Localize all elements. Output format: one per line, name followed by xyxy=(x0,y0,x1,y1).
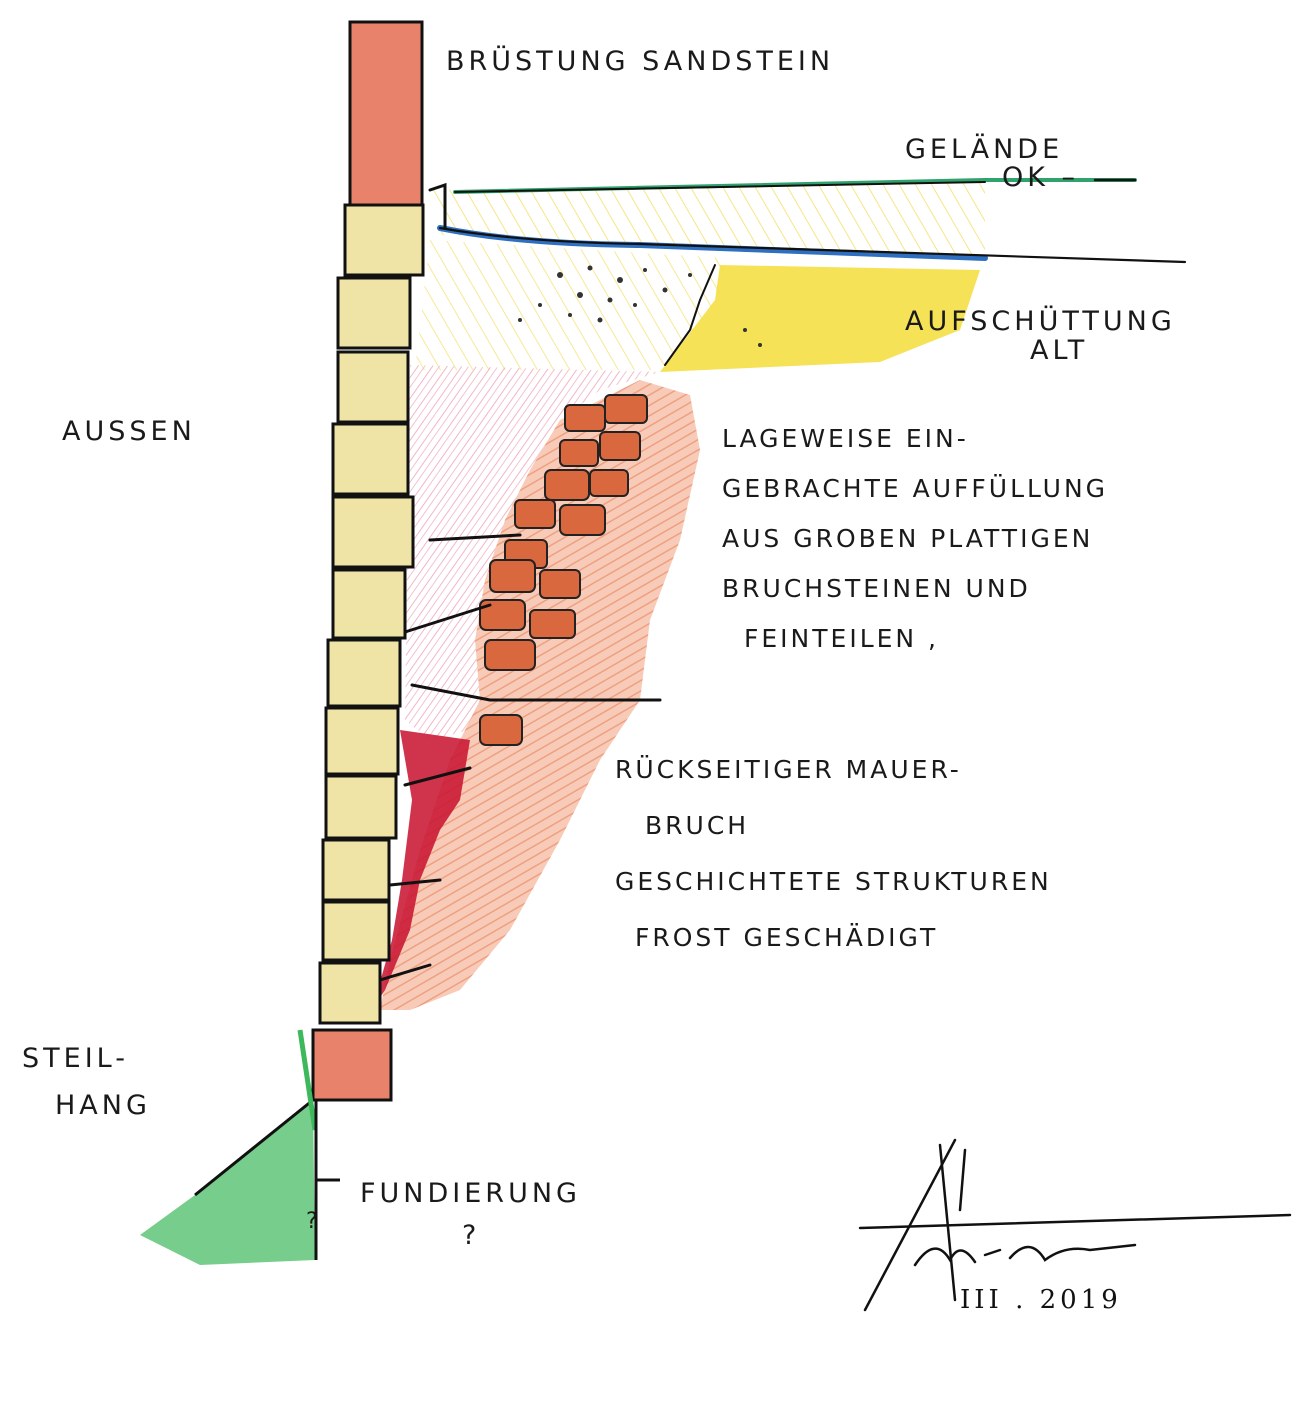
label-wall-question: ? xyxy=(306,1209,322,1234)
label-old-fill-2: Alt xyxy=(1030,335,1089,366)
steep-slope xyxy=(140,1029,318,1265)
rubble-backfill xyxy=(380,380,700,1010)
note-layered-fill-line-2: gebrachte Auffüllung xyxy=(722,474,1109,503)
note-rear-line-4: Frost geschädigt xyxy=(635,923,939,952)
ground-fill-layer xyxy=(415,180,985,372)
pink-backfill xyxy=(405,365,660,740)
label-terrain-top: OK – xyxy=(1002,162,1080,193)
label-steep-slope-2: Hang xyxy=(55,1090,151,1121)
tie-lines xyxy=(378,533,662,982)
note-rear-line-2: Bruch xyxy=(645,811,750,840)
label-terrain: Gelände xyxy=(905,134,1064,165)
ground-lines xyxy=(428,178,1187,366)
label-outside: Aussen xyxy=(62,416,196,447)
label-old-fill: Aufschüttung xyxy=(905,306,1176,337)
note-layered-fill-line-3: aus groben plattigen xyxy=(722,524,1094,553)
note-layered-fill-line-5: Feinteilen , xyxy=(744,624,940,653)
label-foundation: Fundierung xyxy=(360,1178,581,1209)
note-rear-line-1: Rückseitiger Mauer- xyxy=(615,755,962,784)
signature-date: III . 2019 xyxy=(960,1285,1122,1315)
label-parapet-sandstone: Brüstung Sandstein xyxy=(446,46,835,77)
label-foundation-question: ? xyxy=(462,1220,481,1251)
label-steep-slope: Steil- xyxy=(22,1043,129,1074)
note-rear-line-3: Geschichtete Strukturen xyxy=(615,867,1052,896)
note-layered-fill: Lageweise ein- gebrachte Auffüllung aus … xyxy=(722,414,1108,664)
signature-mark xyxy=(858,1138,1292,1312)
sandstone-parapet xyxy=(348,20,424,207)
foundation-depth-line xyxy=(314,1100,340,1260)
foundation-block xyxy=(311,1028,393,1102)
note-layered-fill-line-4: Bruchsteinen und xyxy=(722,574,1031,603)
note-layered-fill-line-1: Lageweise ein- xyxy=(722,424,969,453)
frost-damage-zone xyxy=(372,730,470,1010)
note-rear-wall-break: Rückseitiger Mauer- Bruch Geschichtete S… xyxy=(615,742,1052,966)
wall-blocks xyxy=(318,203,425,1025)
